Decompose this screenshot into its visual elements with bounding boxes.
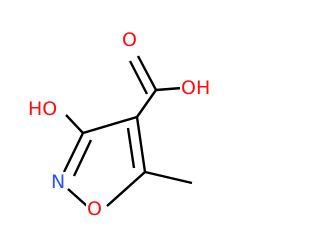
bond-carboxyl-oh [155, 86, 183, 92]
carbonyl-oxygen-label: O [121, 29, 138, 51]
bond-c3-oh [65, 114, 84, 134]
bond-c5-methyl [144, 170, 193, 185]
ring-oxygen-label: O [86, 198, 103, 220]
bond-c4-c5 [135, 116, 147, 173]
bond-o-c5 [106, 171, 146, 207]
hydroxyl-label: HO [27, 98, 59, 120]
bond-c3-c4 [82, 115, 138, 135]
bond-c4-c5-inner [126, 127, 136, 169]
ring-nitrogen-label: N [50, 171, 67, 193]
bond-c3-n [62, 132, 85, 173]
bond-carbonyl [136, 55, 158, 91]
bond-c4-carboxyl [136, 89, 157, 118]
bond-layer [62, 55, 193, 207]
acid-hydroxyl-label: OH [180, 77, 212, 99]
bond-c3-n-inner [72, 139, 93, 177]
bond-carbonyl-inner [128, 60, 149, 95]
bond-n-o [67, 188, 88, 207]
